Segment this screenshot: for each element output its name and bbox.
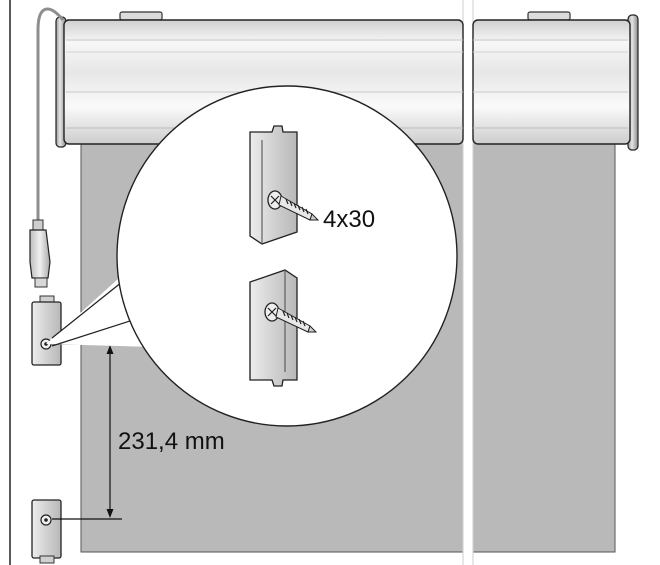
length-break-gap — [463, 0, 473, 565]
housing-body-right — [472, 19, 631, 145]
magnifier-circle — [116, 85, 458, 427]
callout-line-lower — [51, 319, 134, 347]
housing-clip-left — [119, 11, 163, 21]
dimension-arrow-bottom — [106, 509, 114, 518]
detail-bracket-lower — [249, 269, 298, 387]
wall-bracket-upper — [31, 295, 62, 366]
dimension-arrow-top — [106, 345, 114, 354]
cable-strain-relief — [32, 219, 44, 231]
distance-label: 231,4 mm — [118, 428, 225, 455]
power-cable — [29, 7, 65, 288]
screw-size-label: 4x30 — [323, 206, 375, 233]
detail-magnifier — [116, 85, 458, 427]
plug-tip — [34, 277, 48, 288]
screw-upper — [267, 190, 320, 221]
plug-body — [29, 229, 51, 279]
screw-lower — [264, 302, 318, 333]
wall-bracket-lower — [31, 499, 62, 564]
housing-clip-right — [527, 11, 571, 21]
detail-bracket-upper — [249, 125, 298, 245]
cable-wire — [36, 7, 65, 222]
